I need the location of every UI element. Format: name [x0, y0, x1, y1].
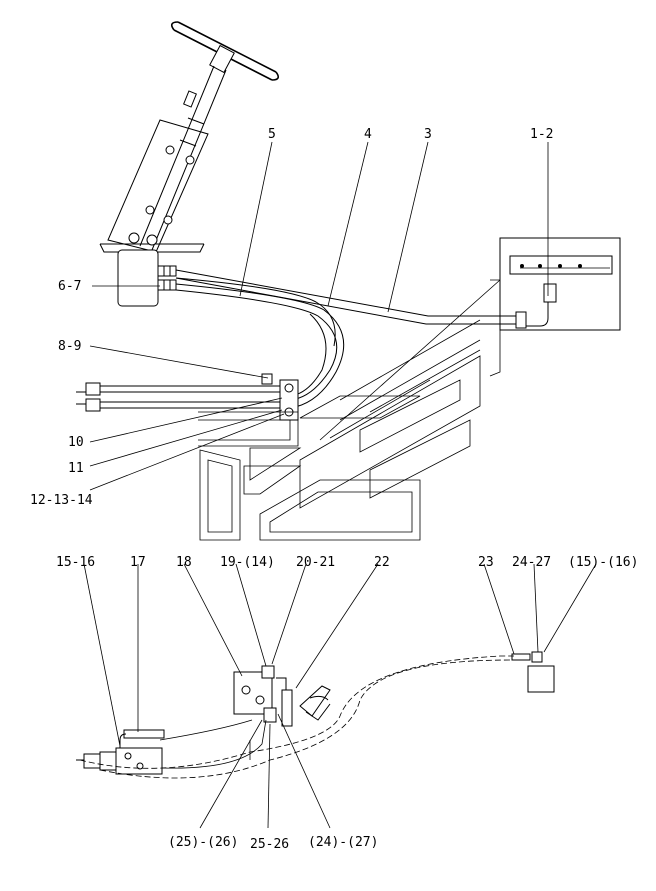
- valve-15-16: [76, 729, 165, 775]
- callout-22: 22: [374, 555, 390, 570]
- fittings-6-7: [157, 265, 177, 291]
- pedal-22: [299, 685, 331, 721]
- callout-15-16: 15-16: [56, 555, 95, 570]
- hose-3: [175, 269, 520, 325]
- valve-18: [233, 665, 293, 727]
- manifold: [76, 373, 299, 421]
- callout-5: 5: [268, 127, 276, 142]
- tank-block: [499, 237, 621, 331]
- steering-column: [99, 65, 227, 307]
- callout-labels: 1-2 3 4 5 6-7 8-9 10 11 12-13-14 15-16 1…: [30, 127, 638, 852]
- callout-19-14: 19-(14): [220, 555, 275, 570]
- hose-5: [175, 277, 336, 397]
- callout-25-26: 25-26: [250, 837, 289, 852]
- callout-18: 18: [176, 555, 192, 570]
- callout-17: 17: [130, 555, 146, 570]
- callout-8-9: 8-9: [58, 339, 81, 354]
- callout-3: 3: [424, 127, 432, 142]
- callout-11: 11: [68, 461, 84, 476]
- callout-20-21: 20-21: [296, 555, 335, 570]
- callout-6-7: 6-7: [58, 279, 81, 294]
- callout-24-27-parenthesized: (24)-(27): [308, 835, 378, 850]
- hose-4: [175, 283, 345, 409]
- callout-12-13-14: 12-13-14: [30, 493, 93, 508]
- callout-1-2: 1-2: [530, 127, 553, 142]
- reservoir-23: [511, 651, 555, 693]
- steering-wheel: [170, 21, 280, 81]
- callout-23: 23: [478, 555, 494, 570]
- callout-24-27: 24-27: [512, 555, 551, 570]
- callout-15-16-parenthesized: (15)-(16): [568, 555, 638, 570]
- chassis-outline: [198, 279, 501, 541]
- callout-10: 10: [68, 435, 84, 450]
- callout-4: 4: [364, 127, 372, 142]
- callout-25-26-parenthesized: (25)-(26): [168, 835, 238, 850]
- lower-lines: [79, 655, 514, 779]
- leader-lines: [83, 141, 597, 829]
